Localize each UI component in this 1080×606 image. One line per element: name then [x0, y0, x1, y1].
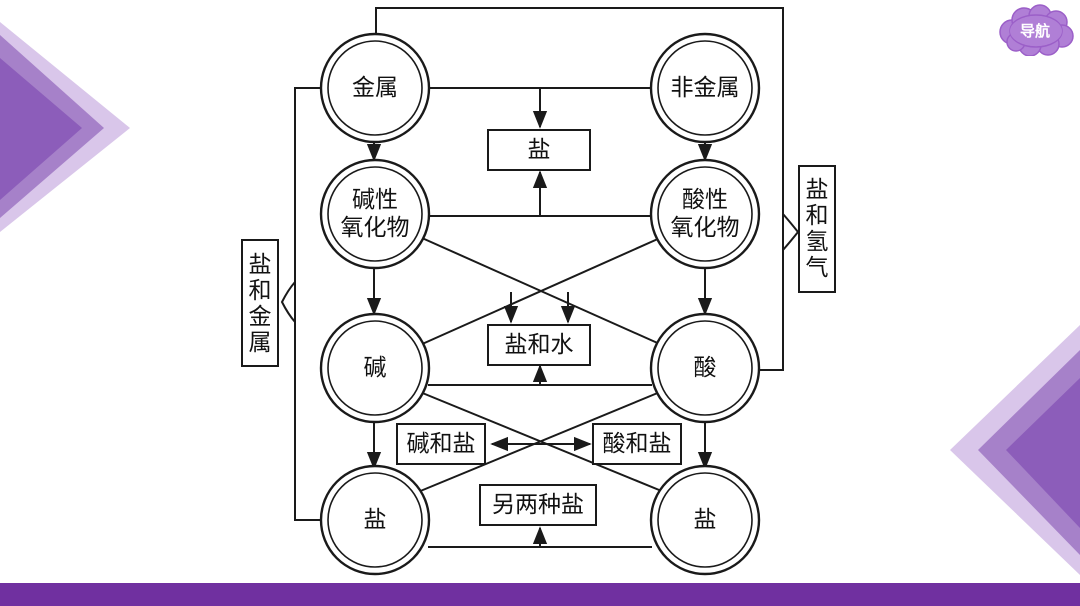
box-salt-water-label: 盐和水	[505, 332, 574, 358]
box-salt-label: 盐	[528, 137, 551, 163]
node-basic-oxide-label-2: 氧化物	[341, 215, 410, 241]
cloud-icon	[999, 4, 1074, 56]
line-base-to-salt-right	[419, 391, 665, 493]
node-acidic-oxide-label-2: 氧化物	[671, 215, 740, 241]
left-brace	[280, 281, 296, 323]
box-salt: 盐	[487, 129, 591, 171]
side-label-left-char-3: 金	[249, 304, 272, 330]
side-label-left-char-2: 和	[249, 278, 272, 304]
node-nonmetal: 非金属	[649, 32, 761, 144]
node-salt-left-label: 盐	[364, 507, 387, 533]
connector-lines	[280, 7, 800, 548]
node-basic-oxide: 碱性 氧化物	[319, 158, 431, 270]
node-salt-right-label: 盐	[694, 507, 717, 533]
node-base: 碱	[319, 312, 431, 424]
node-acid-label: 酸	[694, 355, 717, 381]
node-acidic-oxide-label-1: 酸性	[682, 187, 728, 213]
right-triangle-dark	[1006, 378, 1080, 528]
node-basic-oxide-label-1: 碱性	[352, 187, 398, 213]
left-triangle-dark	[0, 58, 82, 200]
side-label-right-char-1: 盐	[806, 177, 829, 203]
line-metal-salt-loop	[294, 87, 324, 521]
line-acid-to-salt-left	[417, 391, 661, 493]
box-base-salt-label: 碱和盐	[407, 431, 476, 457]
bottom-bar	[0, 583, 1080, 606]
side-label-right-char-4: 气	[806, 255, 829, 281]
node-salt-right: 盐	[649, 464, 761, 576]
node-acid: 酸	[649, 312, 761, 424]
line-acidic-oxide-to-base	[419, 237, 661, 346]
side-label-right: 盐 和 氢 气	[798, 165, 836, 293]
node-salt-left: 盐	[319, 464, 431, 576]
side-label-left: 盐 和 金 属	[241, 239, 279, 367]
box-two-other-salts-label: 另两种盐	[492, 492, 584, 518]
box-salt-water: 盐和水	[487, 324, 591, 366]
box-acid-salt-label: 酸和盐	[603, 431, 672, 457]
nav-button[interactable]: 导航	[996, 4, 1074, 56]
box-base-salt: 碱和盐	[396, 423, 486, 465]
node-nonmetal-label: 非金属	[671, 75, 740, 101]
box-two-other-salts: 另两种盐	[479, 484, 597, 526]
node-metal-label: 金属	[352, 75, 398, 101]
box-acid-salt: 酸和盐	[592, 423, 682, 465]
node-metal: 金属	[319, 32, 431, 144]
right-brace	[782, 213, 800, 251]
side-label-right-char-3: 氢	[806, 229, 829, 255]
nav-label: 导航	[1019, 21, 1050, 40]
node-base-label: 碱	[364, 355, 387, 381]
side-label-left-char-4: 属	[249, 330, 272, 356]
side-label-right-char-2: 和	[806, 203, 829, 229]
side-label-left-char-1: 盐	[249, 252, 272, 278]
node-acidic-oxide: 酸性 氧化物	[649, 158, 761, 270]
line-metal-acid-loop	[375, 7, 784, 371]
